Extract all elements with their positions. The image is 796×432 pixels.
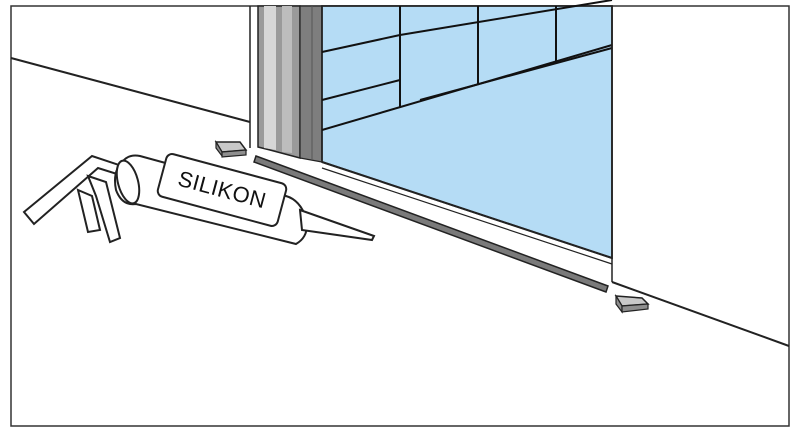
floor-clip-left xyxy=(216,142,246,157)
floor-clip-right xyxy=(616,296,648,312)
shower-frame-profile xyxy=(258,6,322,162)
